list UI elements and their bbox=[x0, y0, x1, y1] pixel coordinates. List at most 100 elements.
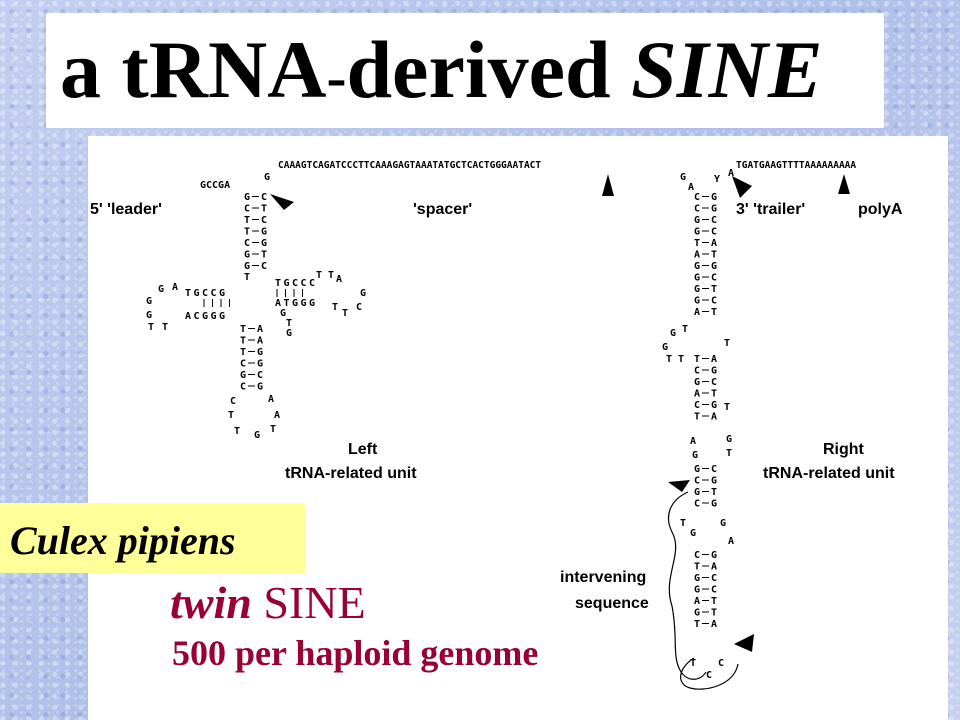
left-tloop-nt: C bbox=[356, 302, 362, 313]
label-intervening-2: sequence bbox=[575, 595, 649, 612]
left-dloop-nt: G bbox=[158, 284, 164, 295]
left-acceptor-stem-nt: C bbox=[244, 238, 250, 249]
left-acceptor-stem-nt: T bbox=[261, 250, 267, 261]
right-stem-2-extra-nt: T bbox=[724, 338, 730, 349]
title-box: a tRNA-derived SINE bbox=[46, 13, 884, 128]
left-darm-top-nt: C bbox=[202, 288, 208, 299]
left-dloop-nt: G bbox=[146, 310, 152, 321]
right-stem-2-nt: A bbox=[711, 354, 717, 365]
right-stem-3-nt: G bbox=[711, 499, 717, 510]
left-acceptor-stem-nt: T bbox=[244, 227, 250, 238]
right-stem-2-nt: A bbox=[694, 389, 700, 400]
left-darm-top-nt: G bbox=[219, 288, 225, 299]
right-main-stem-nt: G bbox=[694, 227, 700, 238]
left-darm-top-nt: G bbox=[194, 288, 200, 299]
label-polya: polyA bbox=[858, 201, 903, 218]
right-stem-4-nt: A bbox=[694, 596, 700, 607]
right-apex-left-nt: G bbox=[680, 172, 686, 183]
seq-top: CAAAGTCAGATCCCTTCAAAGAGTAAATATGCTCACTGGG… bbox=[278, 160, 541, 171]
right-main-stem-nt: A bbox=[694, 307, 700, 318]
right-main-stem-nt: C bbox=[694, 192, 700, 203]
right-stem-2-nt: G bbox=[694, 377, 700, 388]
right-main-stem-nt: T bbox=[711, 307, 717, 318]
marker-leader-arrow bbox=[270, 194, 294, 210]
right-stem-4-nt: C bbox=[694, 550, 700, 561]
left-anticodon-loop-nt: G bbox=[254, 430, 260, 441]
sine-twin: twin bbox=[170, 577, 252, 628]
marker-loop-arrow bbox=[734, 634, 754, 652]
right-stem-2-nt: C bbox=[711, 377, 717, 388]
left-tarm-top-nt: C bbox=[309, 278, 315, 289]
intervening-loop bbox=[667, 491, 707, 680]
right-bulge-nt: T bbox=[666, 354, 672, 365]
sine-name: twin SINE bbox=[170, 578, 366, 628]
left-acceptor-stem-nt: G bbox=[244, 250, 250, 261]
right-main-stem-nt: C bbox=[711, 296, 717, 307]
sine-structure-diagram: CAAAGTCAGATCCCTTCAAAGAGTAAATATGCTCACTGGG… bbox=[88, 136, 948, 720]
right-stem-4-nt: G bbox=[694, 585, 700, 596]
left-acceptor-stem-nt: C bbox=[261, 215, 267, 226]
right-bulge-nt: T bbox=[678, 354, 684, 365]
right-stem-4-nt: T bbox=[694, 562, 700, 573]
right-main-stem-nt: A bbox=[711, 238, 717, 249]
left-anticodon-stem-nt: T bbox=[240, 324, 246, 335]
right-stem-2-nt: T bbox=[694, 412, 700, 423]
species-box: Culex pipiens bbox=[0, 503, 305, 573]
right-main-stem-nt: G bbox=[694, 296, 700, 307]
right-stem-4-nt: A bbox=[711, 562, 717, 573]
left-tloop-nt: T bbox=[328, 270, 334, 281]
left-tloop-nt: T bbox=[342, 308, 348, 319]
right-bulge-nt: G bbox=[670, 328, 676, 339]
left-anticodon-stem-nt: G bbox=[240, 370, 246, 381]
right-stem-3-nt: C bbox=[694, 476, 700, 487]
right-stem-4-nt: T bbox=[711, 596, 717, 607]
left-darm-top-nt: T bbox=[185, 288, 191, 299]
left-acceptor-extra-nt: T bbox=[244, 272, 250, 283]
left-darm-bottom-nt: G bbox=[219, 311, 225, 322]
right-stem-4-nt: T bbox=[694, 619, 700, 630]
left-tarm-bottom-nt: T bbox=[284, 298, 290, 309]
right-bulge-nt: G bbox=[662, 342, 668, 353]
marker-right-unit-arrow bbox=[668, 480, 690, 492]
title-middle: derived bbox=[346, 24, 632, 115]
left-tarm-extra-nt: T bbox=[286, 318, 292, 329]
left-dloop-nt: T bbox=[162, 322, 168, 333]
label-left-unit-2: tRNA-related unit bbox=[285, 465, 417, 482]
left-dloop-nt: G bbox=[146, 296, 152, 307]
right-apex-left-nt: A bbox=[688, 182, 694, 193]
left-anticodon-stem-nt: G bbox=[257, 359, 263, 370]
left-tloop-nt: T bbox=[332, 302, 338, 313]
left-anticodon-stem-nt: T bbox=[240, 336, 246, 347]
left-tarm-top-nt: C bbox=[301, 278, 307, 289]
right-mid-pair-nt: A bbox=[690, 436, 696, 447]
right-stem-4-nt: G bbox=[694, 608, 700, 619]
right-stem-4-nt: C bbox=[711, 573, 717, 584]
left-acceptor-stem-nt: G bbox=[261, 238, 267, 249]
right-terminal-loop-nt: C bbox=[706, 670, 712, 681]
left-anticodon-stem-nt: G bbox=[257, 347, 263, 358]
left-tloop-nt: G bbox=[360, 288, 366, 299]
title-prefix: a tRNA bbox=[60, 24, 327, 115]
label-intervening-1: intervening bbox=[560, 569, 646, 586]
right-stem-4-nt: G bbox=[694, 573, 700, 584]
label-right-unit-2: tRNA-related unit bbox=[763, 465, 895, 482]
right-misc-loop-nt: T bbox=[680, 518, 686, 529]
right-main-stem-nt: G bbox=[694, 284, 700, 295]
left-tarm-top-nt: C bbox=[292, 278, 298, 289]
seq-trailer: TGATGAAGTTTTAAAAAAAAA bbox=[736, 160, 856, 171]
right-mid-pair-nt: G bbox=[726, 434, 732, 445]
left-tloop-nt: T bbox=[316, 270, 322, 281]
label-spacer: 'spacer' bbox=[413, 201, 472, 218]
right-stem-3-nt: G bbox=[694, 487, 700, 498]
left-anticodon-loop-nt: T bbox=[228, 410, 234, 421]
right-misc-loop-nt: A bbox=[728, 536, 734, 547]
left-acceptor-stem-nt: C bbox=[261, 261, 267, 272]
left-tarm-extra-nt: G bbox=[280, 308, 286, 319]
left-darm-bottom-nt: A bbox=[185, 311, 191, 322]
left-darm-bottom-nt: G bbox=[211, 311, 217, 322]
right-main-stem-nt: G bbox=[711, 204, 717, 215]
left-anticodon-loop-nt: T bbox=[270, 424, 276, 435]
right-main-stem-nt: T bbox=[711, 284, 717, 295]
